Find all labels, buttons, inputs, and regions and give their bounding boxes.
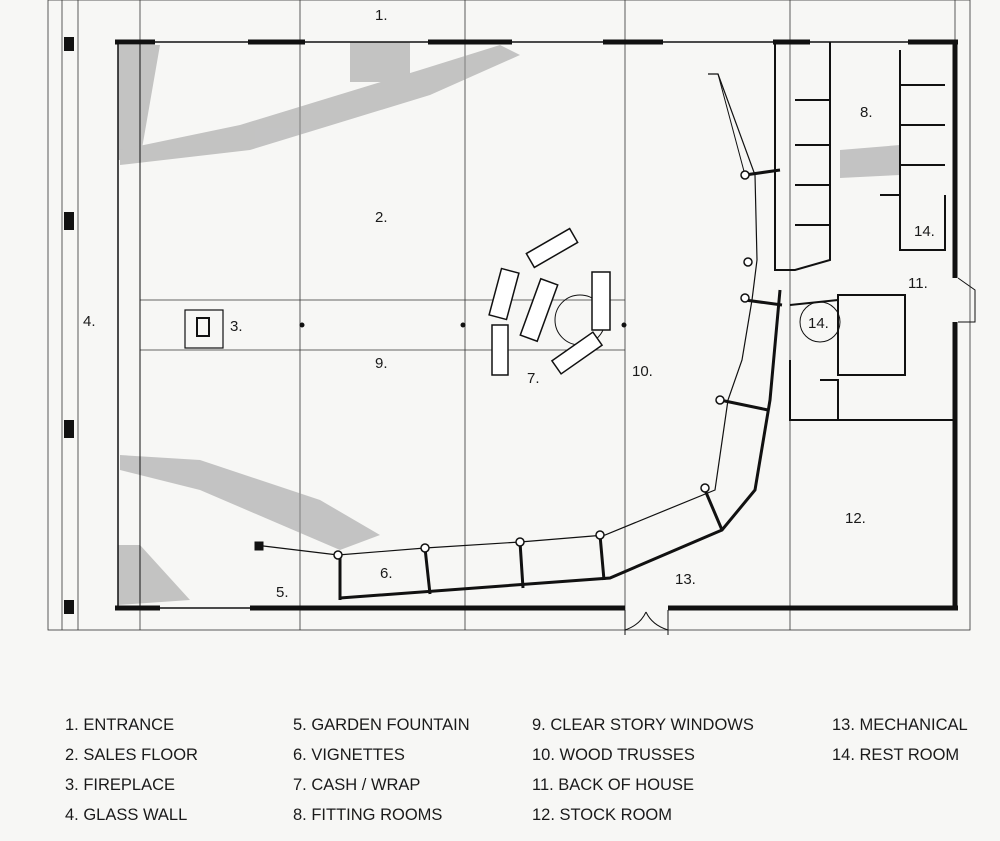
legend-item: 6. VIGNETTES: [293, 746, 405, 764]
legend-item: 8. FITTING ROOMS: [293, 806, 443, 824]
legend-column-4: 13. MECHANICAL 14. REST ROOM: [832, 710, 968, 770]
legend-item: 10. WOOD TRUSSES: [532, 746, 695, 764]
legend-item: 14. REST ROOM: [832, 746, 960, 764]
legend-item: 4. GLASS WALL: [65, 806, 188, 824]
label-clear-story-windows: 9.: [375, 355, 388, 372]
legend-item: 9. CLEAR STORY WINDOWS: [532, 716, 754, 734]
legend-column-3: 9. CLEAR STORY WINDOWS 10. WOOD TRUSSES …: [532, 710, 754, 830]
label-garden-fountain: 5.: [276, 584, 289, 601]
legend-item: 5. GARDEN FOUNTAIN: [293, 716, 470, 734]
label-fitting-rooms: 8.: [860, 104, 873, 121]
legend-item: 2. SALES FLOOR: [65, 746, 198, 764]
label-back-of-house: 11.: [908, 275, 928, 292]
columns: [64, 37, 627, 614]
legend-column-2: 5. GARDEN FOUNTAIN 6. VIGNETTES 7. CASH …: [293, 710, 470, 830]
truss-wall: [254, 73, 783, 600]
label-vignettes: 6.: [380, 565, 393, 582]
legend-item: 3. FIREPLACE: [65, 776, 176, 794]
back-of-house-rooms: [184, 42, 955, 421]
label-sales-floor: 2.: [375, 209, 388, 226]
floor-plan: 1. 2. 3. 4. 5. 6. 7. 8. 9. 10. 11. 12. 1…: [47, 0, 976, 635]
hatched-landscape: [118, 42, 900, 605]
legend-item: 11. BACK OF HOUSE: [532, 776, 694, 794]
label-fireplace: 3.: [230, 318, 243, 335]
legend-item: 1. ENTRANCE: [65, 716, 175, 734]
label-mechanical: 13.: [675, 571, 696, 588]
label-cash-wrap: 7.: [527, 370, 540, 387]
legend-item: 12. STOCK ROOM: [532, 806, 672, 824]
legend-item: 7. CASH / WRAP: [293, 776, 421, 794]
legend-column-1: 1. ENTRANCE 2. SALES FLOOR 3. FIREPLACE …: [65, 710, 198, 830]
room-labels: 1. 2. 3. 4. 5. 6. 7. 8. 9. 10. 11. 12. 1…: [83, 7, 935, 601]
label-glass-wall: 4.: [83, 313, 96, 330]
label-entrance: 1.: [375, 7, 388, 24]
cash-wrap-counters: [488, 227, 611, 376]
building-walls: [115, 39, 976, 635]
label-rest-room-2: 14.: [808, 315, 829, 332]
label-stock-room: 12.: [845, 510, 866, 527]
grid-lines: [47, 0, 971, 631]
legend-item: 13. MECHANICAL: [832, 716, 968, 734]
label-rest-room-1: 14.: [914, 223, 935, 240]
label-wood-trusses: 10.: [632, 363, 653, 380]
